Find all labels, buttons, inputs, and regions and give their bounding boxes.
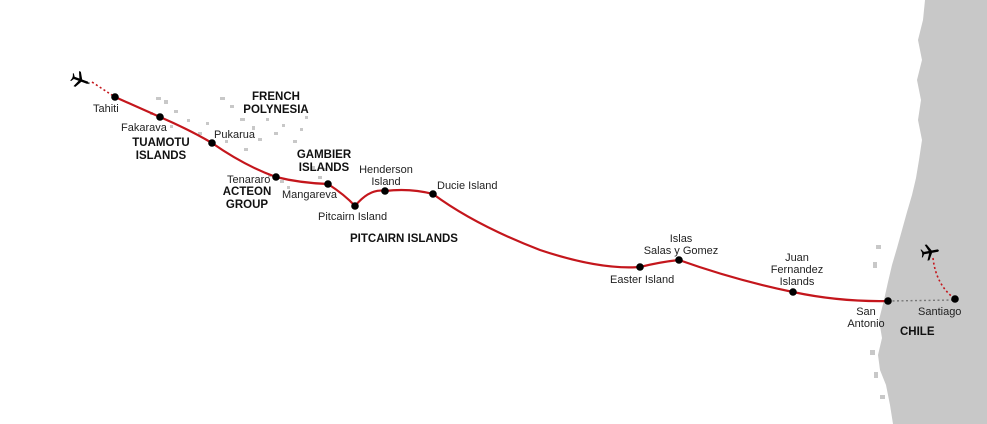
- label-henderson-line1: Henderson: [359, 164, 413, 176]
- region-tuamotu-line1: TUAMOTU: [132, 137, 190, 149]
- region-french-polynesia-line1: FRENCH: [252, 91, 300, 103]
- plane-icon: [920, 244, 939, 261]
- label-henderson-line2: Island: [371, 176, 401, 188]
- chile-islet: [873, 262, 877, 268]
- stop-san-antonio: [884, 297, 892, 305]
- chile-islet: [880, 395, 885, 399]
- stop-tahiti: [111, 93, 119, 101]
- label-san-antonio-line1: San: [856, 306, 876, 318]
- region-gambier-line1: GAMBIER: [296, 149, 352, 161]
- label-henderson: Henderson Island: [353, 164, 419, 188]
- plane-icon: [70, 71, 90, 87]
- chile-islet: [876, 245, 881, 249]
- label-salas: Islas Salas y Gomez: [641, 233, 721, 257]
- label-salas-line1: Islas: [669, 233, 693, 245]
- stop-fakarava: [156, 113, 164, 121]
- stop-ducie: [429, 190, 437, 198]
- label-tenararo: Tenararo: [227, 174, 271, 186]
- label-juan-line2: Fernandez: [770, 264, 824, 276]
- label-santiago: Santiago: [918, 306, 962, 318]
- label-pitcairn: Pitcairn Island: [318, 211, 388, 223]
- label-juan-line3: Islands: [779, 276, 815, 288]
- region-tuamotu-line2: ISLANDS: [135, 150, 187, 162]
- label-juan-line1: Juan: [785, 252, 809, 264]
- label-juan-fernandez: Juan Fernandez Islands: [764, 252, 830, 288]
- region-gambier-line2: ISLANDS: [298, 162, 350, 174]
- stop-henderson: [381, 187, 389, 195]
- label-salas-line2: Salas y Gomez: [643, 245, 719, 257]
- stop-santiago: [951, 295, 959, 303]
- label-pukarua: Pukarua: [214, 129, 255, 141]
- label-san-antonio-line2: Antonio: [847, 318, 885, 330]
- stop-salas: [675, 256, 683, 264]
- stop-easter: [636, 263, 644, 271]
- stop-pukarua: [208, 139, 216, 147]
- stops: [111, 93, 959, 305]
- region-pitcairn-islands: PITCAIRN ISLANDS: [350, 233, 458, 245]
- polynesia-islands: [150, 97, 326, 189]
- label-easter: Easter Island: [610, 274, 675, 286]
- region-french-polynesia-line2: POLYNESIA: [243, 104, 309, 116]
- label-ducie: Ducie Island: [437, 180, 498, 192]
- region-gambier: GAMBIER ISLANDS: [291, 149, 357, 175]
- label-fakarava: Fakarava: [121, 122, 167, 134]
- region-acteon-line2: GROUP: [225, 199, 269, 211]
- flight-path-tahiti: [91, 81, 116, 98]
- region-chile: CHILE: [900, 326, 935, 338]
- label-mangareva: Mangareva: [282, 189, 338, 201]
- stop-pitcairn: [351, 202, 359, 210]
- region-acteon: ACTEON GROUP: [217, 186, 277, 212]
- region-tuamotu: TUAMOTU ISLANDS: [126, 137, 196, 163]
- stop-tenararo: [272, 173, 280, 181]
- region-acteon-line1: ACTEON: [222, 186, 272, 198]
- stop-mangareva: [324, 180, 332, 188]
- chile-landmass: [878, 0, 987, 424]
- label-tahiti: Tahiti: [93, 103, 119, 115]
- chile-islet: [874, 372, 878, 378]
- stop-juan-fernandez: [789, 288, 797, 296]
- region-french-polynesia: FRENCH POLYNESIA: [234, 91, 318, 117]
- transfer-path: [887, 299, 956, 302]
- chile-islet: [870, 350, 875, 355]
- label-san-antonio: San Antonio: [838, 306, 894, 330]
